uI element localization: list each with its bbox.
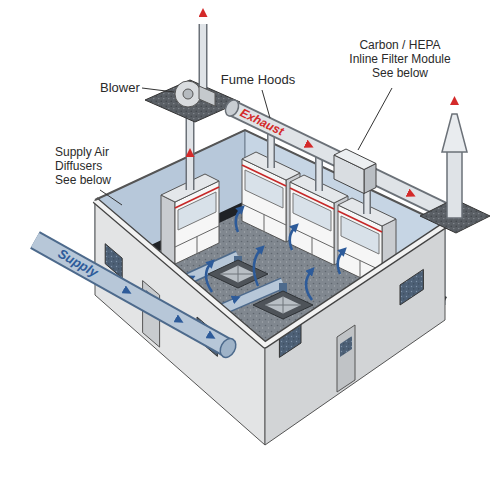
- duct-label: Supply: [55, 246, 100, 280]
- leader-line: [100, 190, 122, 205]
- blower-stack: [200, 24, 206, 88]
- duct-end-cap: [217, 336, 239, 360]
- exhaust-stack: [447, 150, 462, 218]
- wall-top: [95, 200, 445, 345]
- blower-hub: [183, 89, 193, 99]
- filter-top: [334, 149, 376, 170]
- flow-arrow: [168, 314, 180, 321]
- flow-arrow: [254, 248, 262, 286]
- duct-label: Exhaust: [238, 106, 286, 139]
- exhaust-arrow: [203, 12, 204, 26]
- flow-arrow: [116, 285, 128, 292]
- exhaust-arrow: [190, 152, 191, 166]
- window: [400, 269, 423, 305]
- blower-housing: [175, 81, 201, 107]
- part-label: Carbon / HEPA Inline Filter Module See b…: [346, 38, 454, 80]
- part-label: Blower: [100, 80, 140, 95]
- door: [337, 325, 355, 392]
- exhaust-arrow: [400, 189, 412, 195]
- flow-arrow: [200, 330, 212, 337]
- part-label: Supply Air Diffusers See below: [55, 145, 121, 187]
- flow-arrow: [225, 298, 237, 303]
- diffuser-face: [220, 266, 256, 283]
- supply-duct-outline: [35, 240, 228, 348]
- flow-arrow: [338, 250, 344, 274]
- front-wall-right: [265, 225, 445, 445]
- flow-arrow: [206, 262, 212, 292]
- diffuser-vanes: [220, 266, 256, 283]
- part-label: Fume Hoods: [221, 72, 295, 87]
- leader-line: [358, 88, 392, 150]
- exhaust-arrow: [454, 100, 455, 114]
- blower-stack-outline: [199, 24, 208, 88]
- diffuser-face: [265, 297, 301, 314]
- stack-cone: [442, 114, 467, 152]
- leader-line: [262, 90, 270, 118]
- blower-motor: [199, 86, 215, 106]
- flow-arrow: [306, 270, 312, 300]
- blower-pipe: [187, 112, 193, 190]
- supply-duct: [35, 240, 228, 348]
- flow-arrow: [236, 208, 242, 232]
- door-window: [340, 336, 352, 357]
- exhaust-arrow: [298, 140, 310, 146]
- blower-pipe-outline: [186, 112, 195, 190]
- wall-top-outline: [95, 200, 445, 345]
- leader-line: [142, 88, 174, 92]
- flow-arrow: [290, 226, 296, 250]
- diffuser-vanes: [265, 297, 301, 314]
- supply-diffuser: [208, 260, 268, 288]
